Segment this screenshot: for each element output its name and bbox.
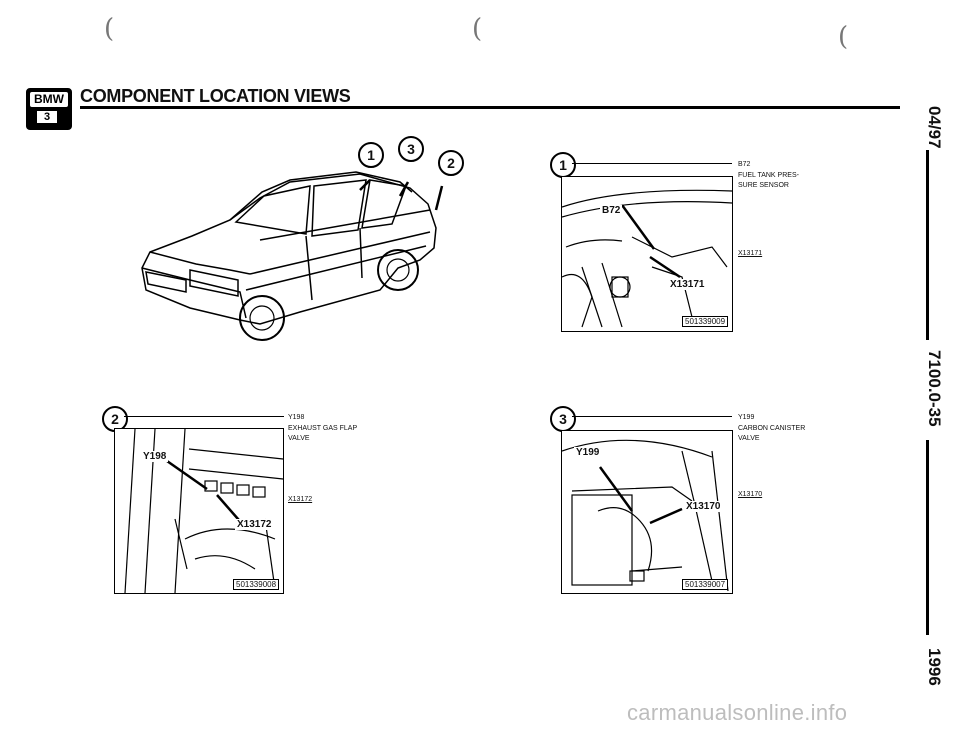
car-callout-1: 1: [358, 142, 384, 168]
view-3-photo-label: X13170: [684, 501, 723, 512]
view-2-drawing: [124, 428, 284, 594]
sidebar-date: 04/97: [925, 106, 944, 149]
bmw-series-logo: BMW 3: [26, 88, 72, 130]
decorative-mark: (: [104, 14, 115, 44]
view-2-component-desc: EXHAUST GAS FLAP VALVE: [288, 425, 357, 442]
view-1-drawing: [561, 189, 733, 328]
view-1-photo-label: X13171: [668, 279, 707, 290]
car-callout-2: 2: [438, 150, 464, 176]
view-1-connector: X13171: [738, 250, 763, 257]
view-1-photo-label: B72: [600, 205, 623, 216]
view-2-photo-label: Y198: [141, 451, 169, 462]
view-3-photo-label: Y199: [574, 447, 602, 458]
view-2-connector: X13172: [288, 496, 313, 503]
view-1-component-desc: FUEL TANK PRES- SURE SENSOR: [738, 172, 799, 189]
sidebar-rule: [926, 150, 929, 340]
header-rule: [80, 106, 900, 109]
view-3-connector: X13170: [738, 491, 763, 498]
view-3-component-code: Y199: [738, 414, 755, 421]
view-2-component-code: Y198: [288, 414, 305, 421]
view-3-component-desc: CARBON CANISTER VALVE: [738, 425, 806, 442]
car-callout-3: 3: [398, 136, 424, 162]
view-1-component-code: B72: [738, 161, 751, 168]
view-2-ref-number: 501339008: [233, 579, 280, 590]
page-title: COMPONENT LOCATION VIEWS: [80, 86, 351, 106]
sidebar-code: 7100.0-35: [925, 350, 944, 427]
view-1-leader: [572, 163, 732, 164]
sidebar-year: 1996: [925, 648, 944, 686]
decorative-mark: (: [472, 14, 483, 44]
view-1-ref-number: 501339009: [682, 316, 729, 327]
view-1-photo: B72 X13171 501339009: [561, 176, 733, 332]
view-2-leader: [124, 416, 284, 417]
view-3-leader: [572, 416, 732, 417]
view-1-callout: 1: [550, 152, 576, 178]
decorative-mark: (: [838, 22, 849, 52]
logo-brand-text: BMW: [30, 92, 68, 107]
view-3-ref-number: 501339007: [682, 579, 729, 590]
logo-series-text: 3: [37, 111, 57, 123]
car-illustration: [141, 171, 444, 341]
sidebar-rule: [926, 440, 929, 635]
view-2-photo-label: X13172: [235, 519, 274, 530]
watermark: carmanualsonline.info: [627, 700, 848, 725]
view-3-photo: Y199 X13170 501339007: [561, 430, 733, 594]
view-2-photo: Y198 X13172 501339008: [114, 428, 284, 594]
view-3-callout: 3: [550, 406, 576, 432]
